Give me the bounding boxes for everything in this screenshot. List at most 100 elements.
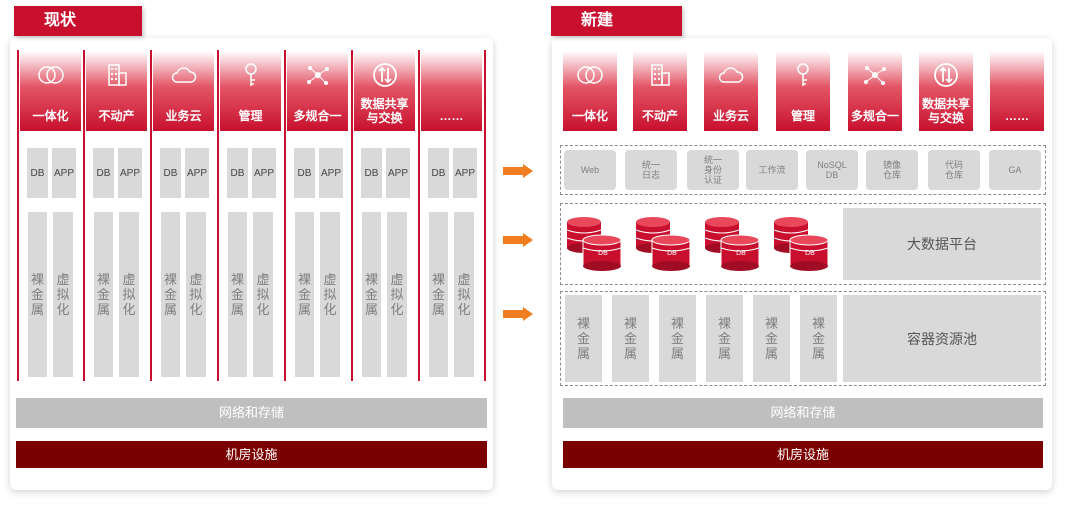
bare-metal-box: 裸金属 xyxy=(228,212,247,377)
service-box-2: 统一 日志 xyxy=(625,150,677,190)
big-data-platform: 大数据平台 xyxy=(843,208,1041,280)
bare-metal-label: 裸金属 xyxy=(764,316,778,361)
network-icon xyxy=(304,61,332,89)
network-icon xyxy=(861,61,889,89)
app-box: APP xyxy=(118,148,142,198)
app-box: APP xyxy=(386,148,410,198)
app-header-3[interactable]: 业务云 xyxy=(704,51,758,131)
datacenter-bar: 机房设施 xyxy=(563,441,1043,468)
virtualization-box: 虚拟化 xyxy=(454,212,474,377)
database-icon: DB xyxy=(772,216,830,274)
app-box: APP xyxy=(52,148,76,198)
app-label: 管理 xyxy=(790,109,815,123)
column-divider xyxy=(83,50,85,381)
bare-metal-label: 裸金属 xyxy=(576,316,590,361)
bare-metal-label: 裸金属 xyxy=(717,316,731,361)
bare-metal-box: 裸金属 xyxy=(94,212,113,377)
virtualization-label: 虚拟化 xyxy=(189,272,203,317)
bigdata-layer xyxy=(560,203,1046,285)
app-header-7[interactable]: …… xyxy=(990,51,1044,131)
app-header-3[interactable]: 业务云 xyxy=(153,51,214,131)
building-icon xyxy=(646,61,674,89)
new-state-tab: 新建 xyxy=(551,6,682,36)
app-label: 业务云 xyxy=(165,109,202,123)
column-divider xyxy=(217,50,219,381)
bare-metal-box: 裸金属 xyxy=(659,295,696,382)
app-label: 一体化 xyxy=(32,109,69,123)
bare-metal-label: 裸金属 xyxy=(811,316,825,361)
bare-metal-box: 裸金属 xyxy=(565,295,602,382)
database-label: DB xyxy=(805,250,815,257)
service-box-8: GA xyxy=(989,150,1041,190)
virtualization-label: 虚拟化 xyxy=(457,272,471,317)
service-box-6: 镜像 仓库 xyxy=(866,150,918,190)
key-icon xyxy=(237,61,265,89)
bare-metal-label: 裸金属 xyxy=(297,272,311,317)
exchange-icon xyxy=(932,61,960,89)
services-layer xyxy=(560,145,1046,195)
database-icon: DB xyxy=(565,216,623,274)
cloud-icon xyxy=(170,61,198,89)
cloud-icon xyxy=(717,61,745,89)
app-header-2[interactable]: 不动产 xyxy=(86,51,147,131)
database-label: DB xyxy=(667,250,677,257)
app-header-6[interactable]: 数据共享 与交换 xyxy=(354,51,415,131)
database-icon: DB xyxy=(634,216,692,274)
exchange-icon xyxy=(371,61,399,89)
app-box: APP xyxy=(185,148,209,198)
db-box: DB xyxy=(93,148,114,198)
datacenter-bar: 机房设施 xyxy=(16,441,487,468)
app-header-1[interactable]: 一体化 xyxy=(20,51,81,131)
bare-metal-box: 裸金属 xyxy=(429,212,448,377)
service-box-3: 统一 身份 认证 xyxy=(687,150,739,190)
network-storage-bar: 网络和存储 xyxy=(563,398,1043,428)
virtualization-box: 虚拟化 xyxy=(186,212,206,377)
service-box-4: 工作流 xyxy=(746,150,798,190)
app-label: 多规合一 xyxy=(850,109,899,123)
app-header-1[interactable]: 一体化 xyxy=(563,51,617,131)
column-divider xyxy=(484,50,486,381)
virtualization-box: 虚拟化 xyxy=(320,212,340,377)
circles-icon xyxy=(37,61,65,89)
app-header-2[interactable]: 不动产 xyxy=(633,51,687,131)
app-header-4[interactable]: 管理 xyxy=(776,51,830,131)
service-box-1: Web xyxy=(564,150,616,190)
current-state-tab: 现状 xyxy=(14,6,142,36)
bare-metal-box: 裸金属 xyxy=(800,295,837,382)
db-box: DB xyxy=(160,148,181,198)
app-label: 不动产 xyxy=(98,109,135,123)
app-header-7[interactable]: …… xyxy=(421,51,482,131)
app-header-6[interactable]: 数据共享 与交换 xyxy=(919,51,973,131)
virtualization-box: 虚拟化 xyxy=(119,212,139,377)
app-header-5[interactable]: 多规合一 xyxy=(287,51,348,131)
virtualization-box: 虚拟化 xyxy=(253,212,273,377)
bare-metal-box: 裸金属 xyxy=(706,295,743,382)
app-header-4[interactable]: 管理 xyxy=(220,51,281,131)
app-label: 不动产 xyxy=(641,109,678,123)
service-box-5: NoSQL DB xyxy=(806,150,858,190)
bare-metal-box: 裸金属 xyxy=(161,212,180,377)
db-box: DB xyxy=(361,148,382,198)
app-label: 业务云 xyxy=(712,109,749,123)
db-box: DB xyxy=(27,148,48,198)
service-box-7: 代码 仓库 xyxy=(928,150,980,190)
bare-metal-label: 裸金属 xyxy=(230,272,244,317)
bare-metal-label: 裸金属 xyxy=(431,272,445,317)
arrow-right-icon xyxy=(503,164,533,178)
container-resource-pool: 容器资源池 xyxy=(843,295,1041,382)
virtualization-box: 虚拟化 xyxy=(387,212,407,377)
virtualization-box: 虚拟化 xyxy=(53,212,73,377)
bare-metal-label: 裸金属 xyxy=(30,272,44,317)
bare-metal-box: 裸金属 xyxy=(362,212,381,377)
database-label: DB xyxy=(598,250,608,257)
app-header-5[interactable]: 多规合一 xyxy=(848,51,902,131)
bare-metal-label: 裸金属 xyxy=(96,272,110,317)
db-box: DB xyxy=(227,148,248,198)
virtualization-label: 虚拟化 xyxy=(390,272,404,317)
column-divider xyxy=(351,50,353,381)
arrow-right-icon xyxy=(503,233,533,247)
virtualization-label: 虚拟化 xyxy=(323,272,337,317)
app-label: 管理 xyxy=(238,109,263,123)
bare-metal-label: 裸金属 xyxy=(163,272,177,317)
bare-metal-box: 裸金属 xyxy=(295,212,314,377)
